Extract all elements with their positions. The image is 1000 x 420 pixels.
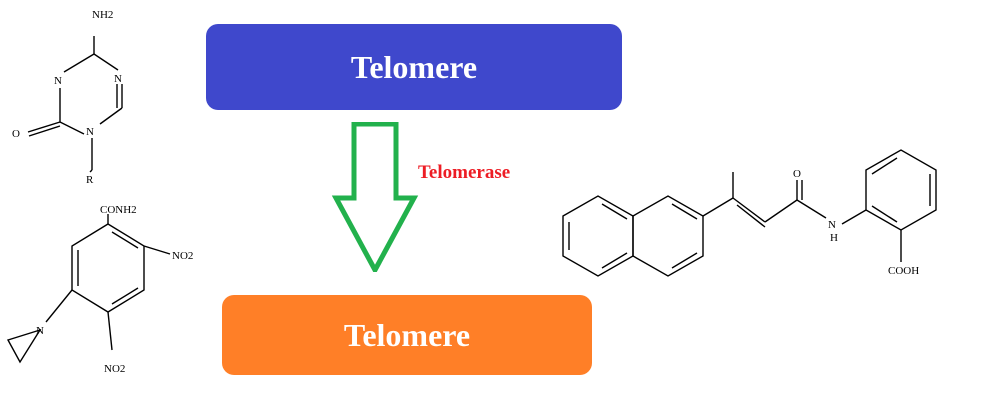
carbonyl-o-label: O: [793, 168, 801, 180]
nh2-label: NH2: [92, 9, 113, 21]
r-label: R: [86, 174, 94, 186]
n-right-label: N: [114, 73, 122, 85]
n-ring-label: N: [86, 126, 94, 138]
oxygen-label: O: [12, 128, 20, 140]
down-arrow-icon: [331, 122, 419, 272]
amide-n-label: N: [828, 219, 836, 231]
telomere-label-top: Telomere: [350, 48, 478, 85]
telomere-box-top: Telomere: [206, 24, 622, 110]
n-top-label: N: [54, 75, 62, 87]
cooh-label: COOH: [888, 265, 919, 277]
amide-h-label: H: [830, 232, 838, 244]
no2-bottom-label: NO2: [104, 363, 125, 375]
telomerase-label: Telomerase: [418, 162, 511, 183]
aziridine-n-label: N: [36, 325, 44, 337]
telomere-label-bottom: Telomere: [343, 316, 471, 353]
no2-right-label: NO2: [172, 250, 193, 262]
conh2-label: CONH2: [100, 204, 137, 216]
telomere-box-bottom: Telomere: [222, 295, 592, 375]
